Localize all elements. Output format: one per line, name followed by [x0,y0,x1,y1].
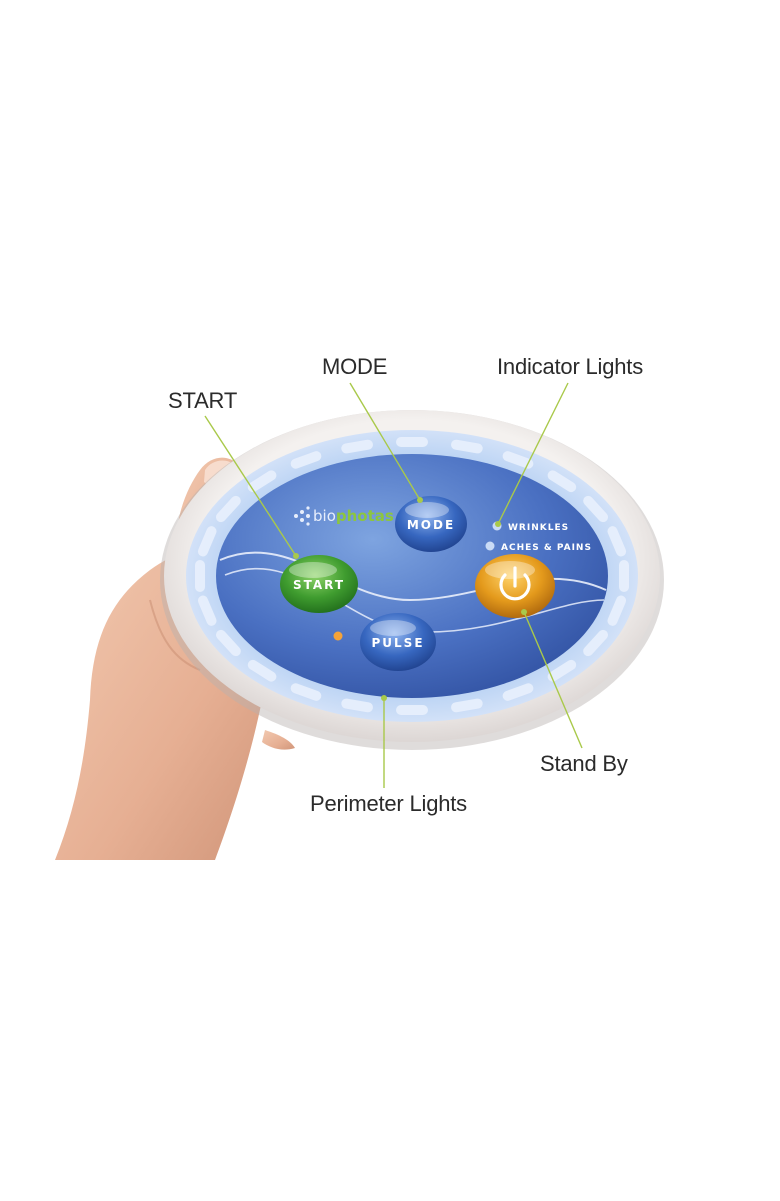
perimeter-light-segment [341,439,373,454]
brand-mark-icon [294,506,310,526]
brand-suffix: photas [336,507,394,525]
mode-button-label: MODE [407,518,455,532]
perimeter-light-segment [396,705,428,715]
standby-button[interactable] [475,554,555,618]
perimeter-light-segment [195,560,205,592]
mode-callout-line [349,382,421,501]
perimeter-light-segment [197,526,217,557]
brand-prefix: bio [313,507,336,525]
perimeter-light-segment [619,560,629,592]
perimeter-light-segment [547,659,577,682]
perimeter-light-segment [502,683,534,701]
callout-lines [204,382,583,788]
power-icon [499,566,531,601]
callout-dots [293,497,527,701]
mode-button[interactable]: MODE [395,496,467,552]
perimeter-light-segment [607,526,627,557]
perimeter-lights-callout-label: Perimeter Lights [310,791,467,816]
perimeter-light-segment [607,595,627,626]
svg-text:biophotas: biophotas [313,507,394,525]
perimeter-light-segment [547,470,577,493]
perimeter-light-segment [396,437,428,447]
indicator-callout-line [497,382,569,525]
perimeter-light-segment [247,470,277,493]
perimeter-light-segment [290,451,322,469]
perimeter-light-segment [341,698,373,713]
wrinkles-label: WRINKLES [508,523,569,533]
perimeter-light-segment [451,698,483,713]
start-button[interactable]: START [280,555,358,613]
pulse-button[interactable]: PULSE [360,613,436,671]
perimeter-light-segment [502,451,534,469]
aches-indicator-light [485,541,495,551]
perimeter-light-segment [583,495,609,523]
perimeter-light-segment [215,495,241,523]
perimeter-light-segment [583,629,609,657]
start-callout-line [204,415,297,557]
perimeter-light-segment [451,439,483,454]
perimeter-light-segment [290,683,322,701]
standby-callout-line [523,611,583,749]
indicator-lights-callout-label: Indicator Lights [497,354,643,379]
perimeter-light-segment [197,595,217,626]
mode-callout-label: MODE [322,354,388,379]
pulse-indicator-light [333,631,343,641]
brand-logo: biophotas [294,506,394,526]
perimeter-lights [195,437,629,715]
aches-pains-label: ACHES & PAINS [501,543,592,553]
start-button-label: START [293,578,345,592]
perimeter-light-segment [215,629,241,657]
standby-callout-label: Stand By [540,751,628,776]
perimeter-light-segment [247,659,277,682]
pulse-button-label: PULSE [371,636,424,650]
start-callout-label: START [168,388,238,413]
